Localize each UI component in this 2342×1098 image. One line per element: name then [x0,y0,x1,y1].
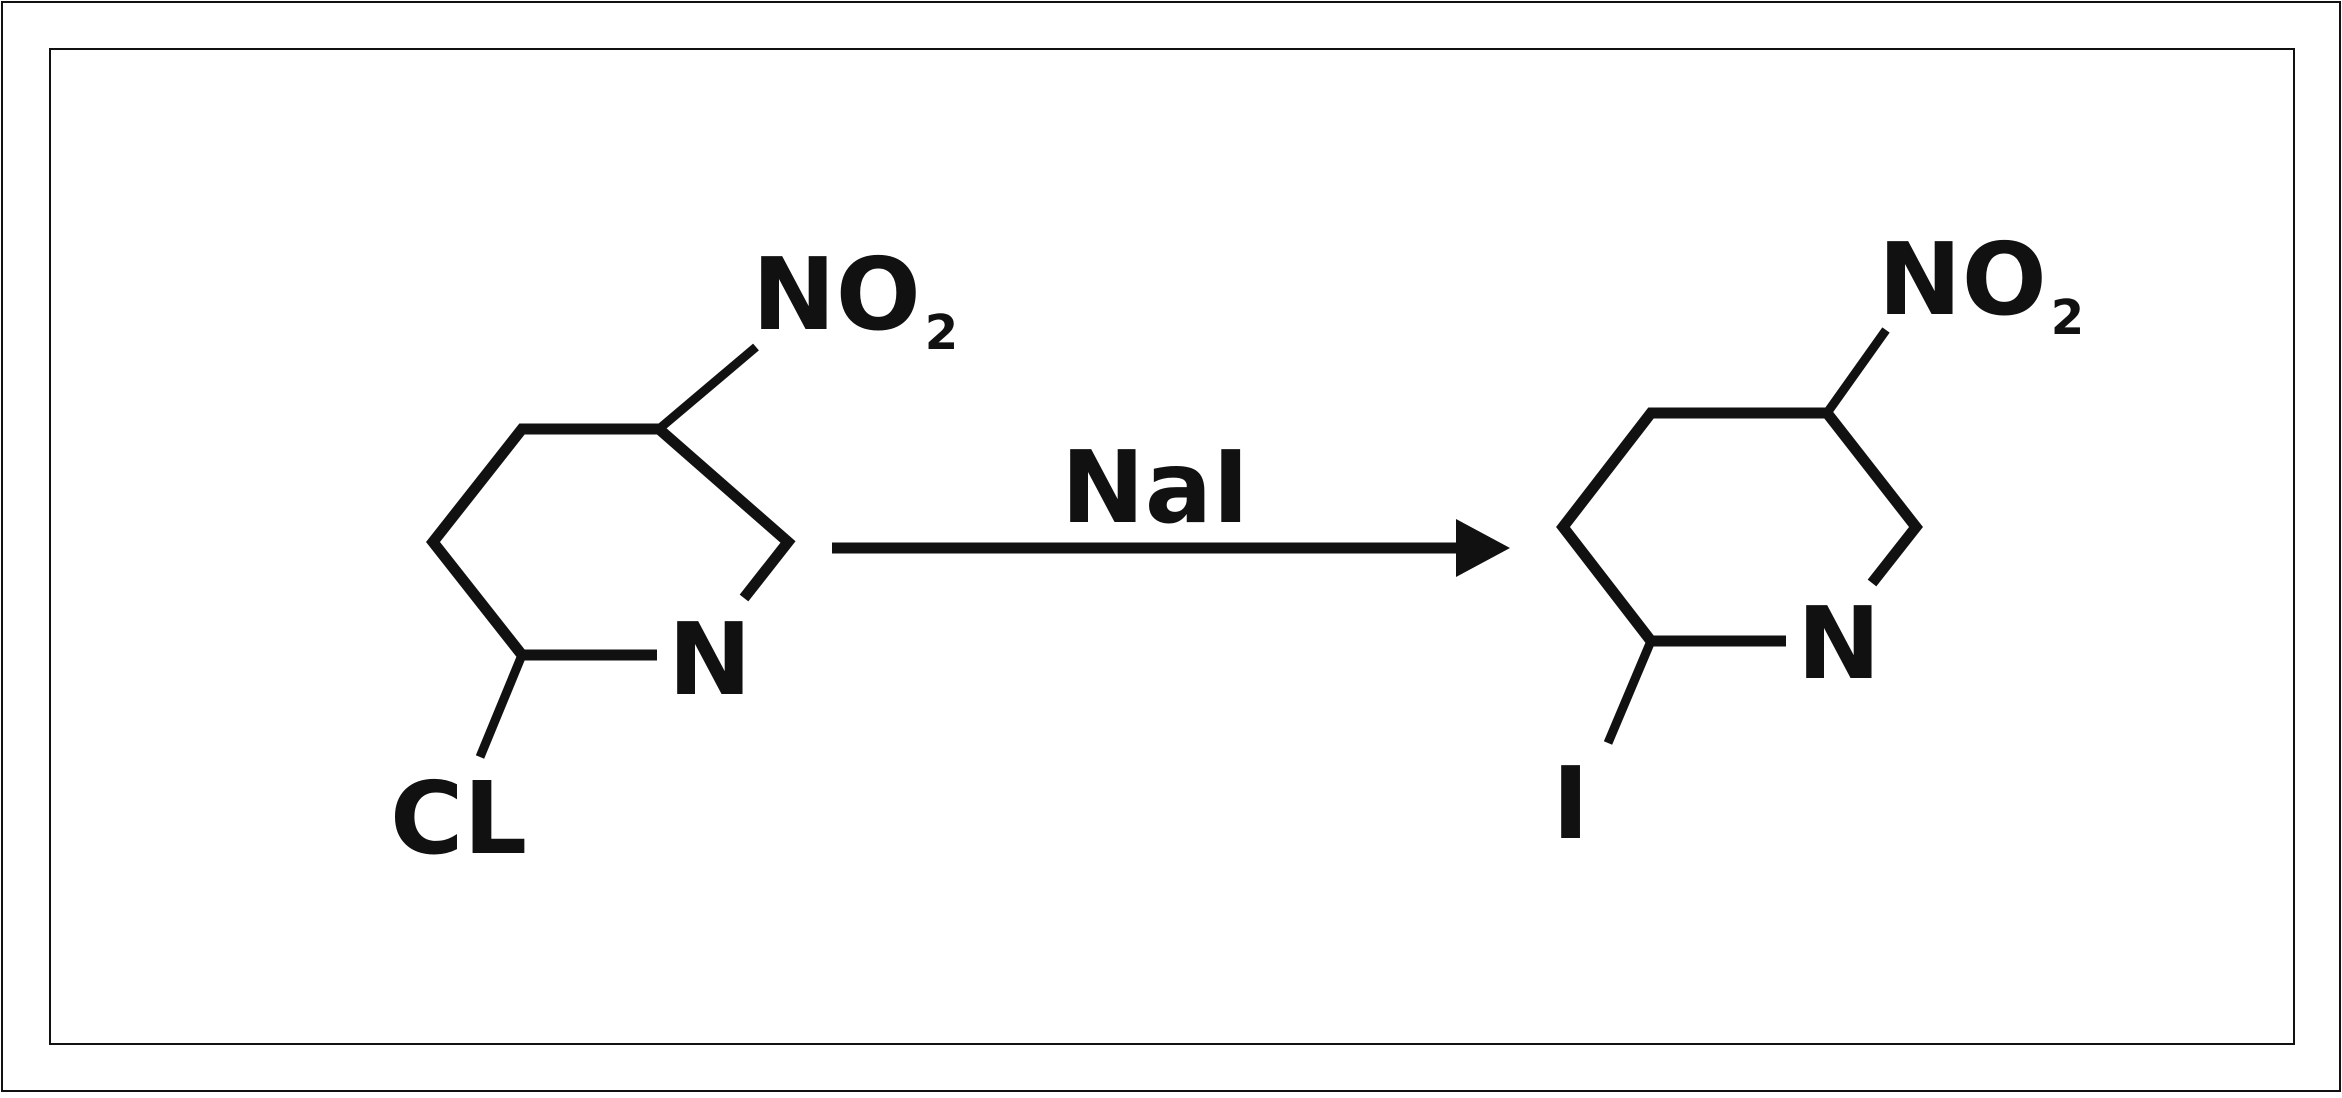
reactant-nitro-label: NO2 [752,236,958,361]
product-ring-nitrogen: N [1797,585,1881,702]
reagent-label: NaI [1061,429,1249,546]
arrow-head [1456,519,1510,577]
product-iodo-label: I [1552,745,1589,862]
reactant-bond-chloro [475,653,527,759]
inner-frame [49,48,2295,1045]
product-bond-nitro [1823,327,1890,416]
reactant-nitro-main: NO [752,236,921,353]
reactant-structure: NO2 N CL [390,236,958,877]
product-structure: NO2 N I [1552,221,2084,862]
reactant-ring-nitrogen: N [668,601,752,718]
reactant-chloro-label: CL [390,760,527,877]
product-nitro-subscript: 2 [2051,290,2084,346]
product-bond-iodo [1603,639,1656,745]
product-nitro-main: NO [1878,221,2047,338]
reaction-arrow: NaI [832,429,1510,577]
reactant-nitro-subscript: 2 [925,305,958,361]
product-nitro-label: NO2 [1878,221,2084,346]
reactant-bond-nitro [656,343,759,433]
